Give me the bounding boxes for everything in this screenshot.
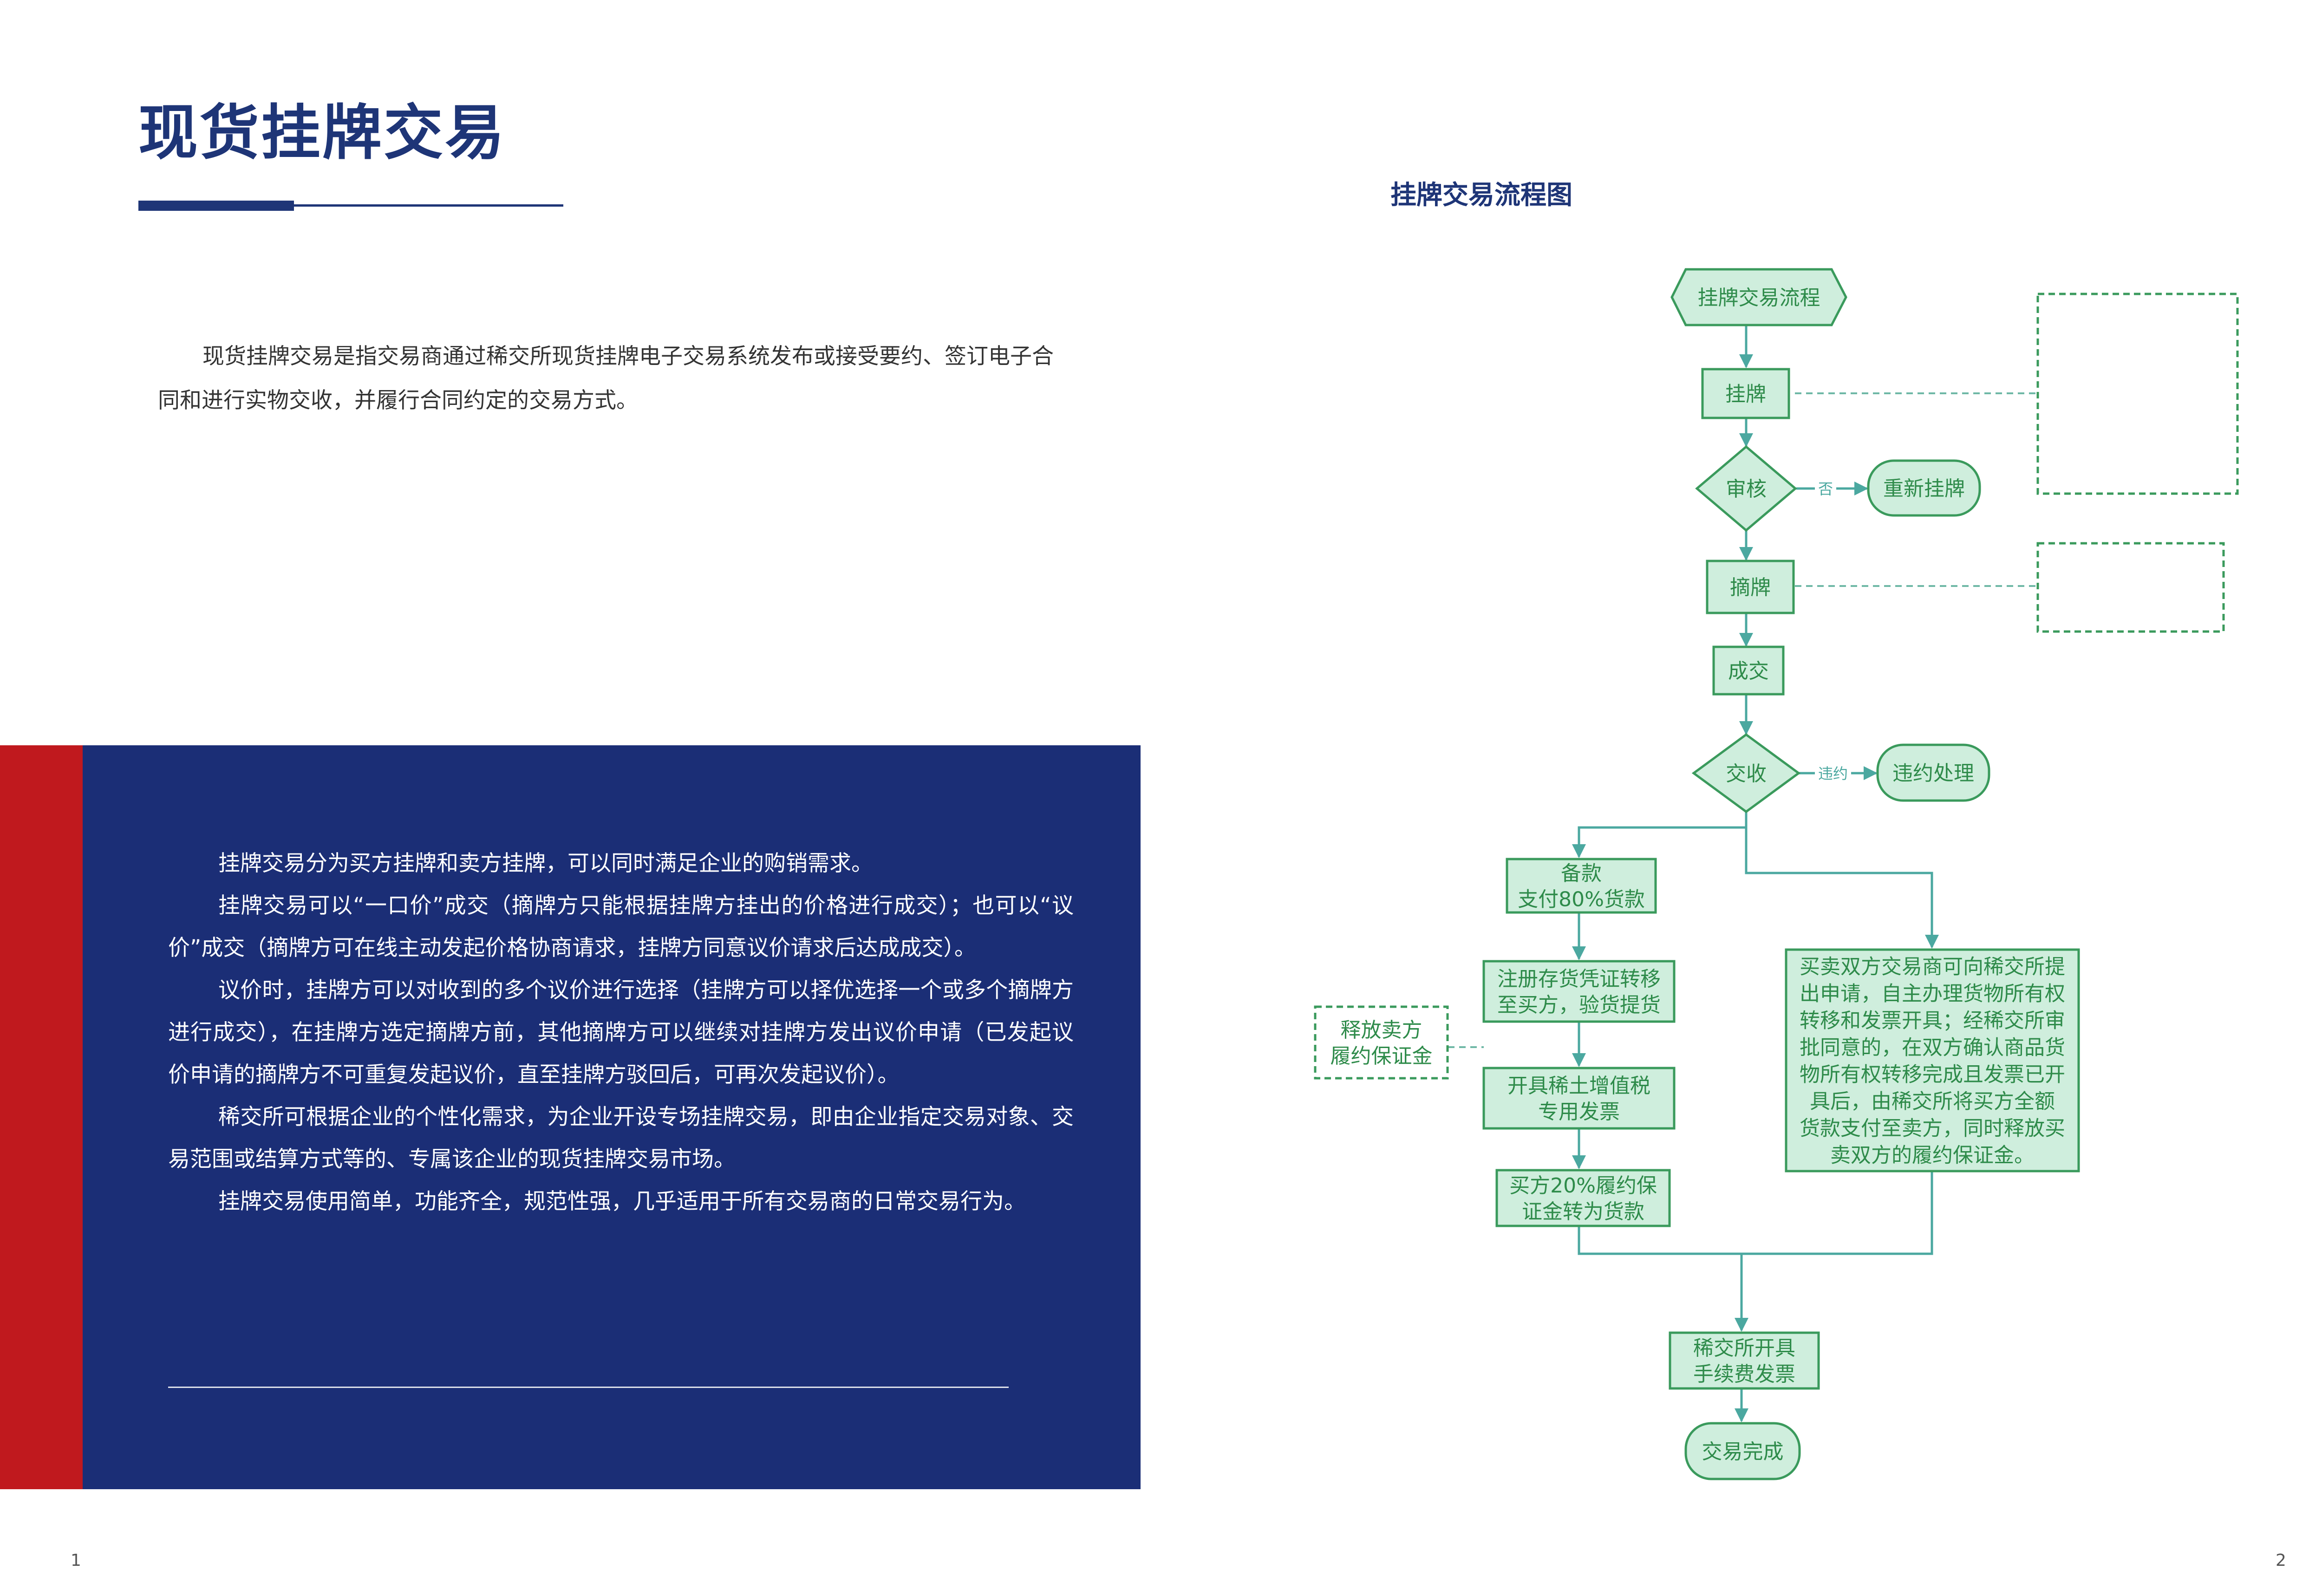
node-breach [1876, 743, 1990, 802]
delist-label-line: 摘牌 [1730, 576, 1771, 599]
delivery-label-line: 交收 [1726, 762, 1767, 786]
deal-label-line: 成交 [1728, 659, 1769, 683]
alt-label-line: 具后，由稀交所将买方全额 [1810, 1089, 2055, 1113]
panel-paragraph-3: 议价时，挂牌方可以对收到的多个议价进行选择（挂牌方可以择优选择一个或多个摘牌方进… [168, 977, 1074, 1088]
fee-label-line: 手续费发票 [1693, 1362, 1795, 1386]
node-done [1684, 1422, 1801, 1480]
note-shapes [1314, 293, 2239, 1080]
node-list [1701, 368, 1790, 419]
node-alt [1785, 948, 2080, 1173]
list-label-line: 挂牌 [1725, 382, 1766, 406]
fee-label-line: 稀交所开具 [1693, 1336, 1795, 1360]
delist-label: 摘牌 [1730, 576, 1771, 599]
invoice-label-line: 开具稀土增值税 [1507, 1074, 1650, 1098]
relist-label-line: 重新挂牌 [1883, 477, 1965, 501]
node-prepay [1506, 858, 1657, 914]
edge-label-no: 否 [1818, 480, 1833, 498]
list-label: 挂牌 [1725, 382, 1766, 406]
flowchart-title: 挂牌交易流程图 [1390, 180, 1572, 210]
invoice-label-line: 专用发票 [1538, 1100, 1620, 1124]
page-number-right: 2 [2276, 1551, 2286, 1570]
alt-label-line: 出申请，自主办理货物所有权 [1800, 982, 2065, 1005]
node-release [1314, 1005, 1449, 1080]
title-underline-thick [138, 201, 294, 211]
convert-label-line: 买方20%履约保 [1509, 1174, 1657, 1198]
panel-paragraph-1: 挂牌交易分为买方挂牌和卖方挂牌，可以同时满足企业的购销需求。 [218, 851, 873, 876]
panel-body: 挂牌交易分为买方挂牌和卖方挂牌，可以同时满足企业的购销需求。 挂牌交易可以“一口… [168, 842, 1074, 1223]
note-2 [2036, 542, 2225, 633]
review-label-line: 审核 [1726, 477, 1767, 501]
node-labels: 挂牌交易流程挂牌审核重新挂牌摘牌成交交收违约处理备款支付80%货款注册存货凭证转… [1331, 286, 2066, 1464]
edge-alt-fee [1742, 1171, 1933, 1255]
alt-label-line: 转移和发票开具；经稀交所审 [1800, 1009, 2065, 1032]
alt-label-line: 卖双方的履约保证金。 [1830, 1143, 2035, 1167]
alt-label-line: 物所有权转移完成且发票已开 [1800, 1062, 2065, 1086]
node-start [1670, 268, 1847, 326]
edge-convert-fee [1578, 1226, 1748, 1332]
transfer-label-line: 注册存货凭证转移 [1497, 967, 1661, 991]
note-1 [2036, 293, 2239, 495]
breach-label-line: 违约处理 [1892, 762, 1974, 785]
blue-text-panel [83, 745, 1141, 1489]
breach-label: 违约处理 [1892, 762, 1974, 785]
node-delist [1706, 560, 1795, 614]
red-accent-strip [0, 745, 83, 1489]
done-label-line: 交易完成 [1702, 1440, 1784, 1464]
release-label: 释放卖方履约保证金 [1331, 1018, 1433, 1068]
panel-divider [168, 1387, 1009, 1388]
transfer-label: 注册存货凭证转移至买方，验货提货 [1497, 967, 1661, 1017]
invoice-label: 开具稀土增值税专用发票 [1507, 1074, 1650, 1124]
alt-label-line: 货款支付至卖方，同时释放买 [1800, 1116, 2065, 1140]
node-deal [1712, 645, 1785, 696]
node-relist [1867, 459, 1981, 517]
panel-paragraph-2: 挂牌交易可以“一口价”成交（摘牌方只能根据挂牌方挂出的价格进行成交）；也可以“议… [168, 893, 1074, 961]
release-label-line: 释放卖方 [1341, 1018, 1422, 1042]
relist-label: 重新挂牌 [1883, 477, 1965, 501]
prepay-label-line: 支付80%货款 [1518, 887, 1645, 911]
edge-labels: 否 违约 [1815, 480, 1851, 782]
prepay-label: 备款支付80%货款 [1518, 861, 1645, 911]
delivery-label: 交收 [1726, 762, 1767, 786]
panel-paragraph-4: 稀交所可根据企业的个性化需求，为企业开设专场挂牌交易，即由企业指定交易对象、交易… [168, 1104, 1074, 1172]
edge-delivery-prepay [1572, 812, 1748, 858]
release-label-line: 履约保证金 [1331, 1044, 1433, 1068]
edge-delivery-alt [1745, 827, 1939, 949]
alt-label: 买卖双方交易商可向稀交所提出申请，自主办理货物所有权转移和发票开具；经稀交所审批… [1800, 955, 2065, 1167]
intro-paragraph: 现货挂牌交易是指交易商通过稀交所现货挂牌电子交易系统发布或接受要约、签订电子合同… [158, 344, 1054, 413]
flow-connectors [1572, 325, 1939, 1422]
fee-label: 稀交所开具手续费发票 [1693, 1336, 1795, 1386]
convert-label-line: 证金转为货款 [1522, 1200, 1644, 1224]
start-label-line: 挂牌交易流程 [1698, 286, 1820, 310]
edge-label-default: 违约 [1818, 765, 1848, 782]
note-connectors [1448, 392, 2036, 1048]
node-invoice [1482, 1067, 1676, 1130]
node-convert [1495, 1169, 1671, 1227]
alt-label-line: 买卖双方交易商可向稀交所提 [1800, 955, 2065, 978]
node-delivery [1691, 733, 1801, 814]
deal-label: 成交 [1728, 659, 1769, 683]
convert-label: 买方20%履约保证金转为货款 [1509, 1174, 1657, 1224]
node-shapes [1482, 268, 2080, 1480]
title-underline-thin [294, 204, 563, 207]
done-label: 交易完成 [1702, 1440, 1784, 1464]
start-label: 挂牌交易流程 [1698, 286, 1820, 310]
node-fee [1669, 1331, 1820, 1390]
alt-label-line: 批同意的，在双方确认商品货 [1800, 1036, 2065, 1059]
node-review [1695, 445, 1797, 532]
page-number-left: 1 [71, 1551, 81, 1570]
page-title: 现货挂牌交易 [138, 98, 507, 168]
panel-paragraph-5: 挂牌交易使用简单，功能齐全，规范性强，几乎适用于所有交易商的日常交易行为。 [218, 1189, 1026, 1214]
prepay-label-line: 备款 [1561, 861, 1602, 885]
review-label: 审核 [1726, 477, 1767, 501]
transfer-label-line: 至买方，验货提货 [1497, 993, 1661, 1017]
node-transfer [1482, 960, 1676, 1023]
